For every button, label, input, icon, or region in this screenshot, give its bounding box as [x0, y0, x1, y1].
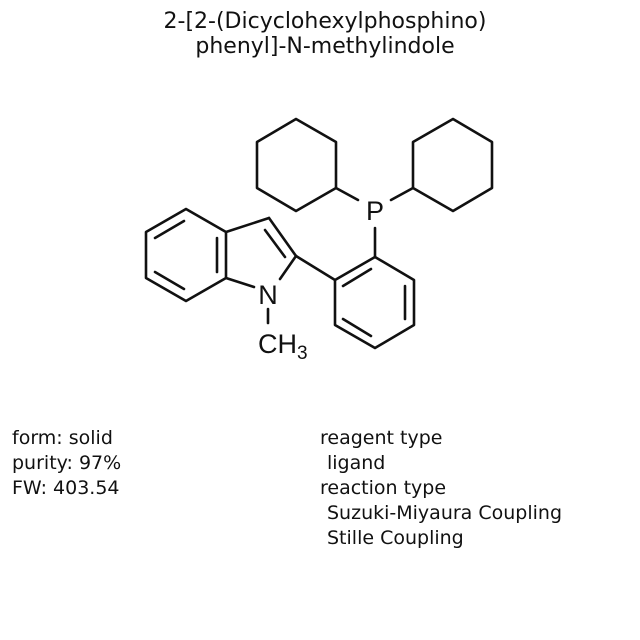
- atom-label-phosphorus: P: [366, 196, 384, 226]
- reaction-type-value-1: Suzuki-Miyaura Coupling: [327, 502, 563, 524]
- classification-panel: reagent type ligand reaction type Suzuki…: [320, 426, 562, 551]
- bond-cyclohexyl-left-to-p: [334, 186, 360, 202]
- indole-benzene-inner-double-3: [153, 270, 186, 291]
- form-property: form: solid: [12, 427, 113, 449]
- phenyl-inner-double-bond-3: [341, 317, 373, 338]
- compound-title-line-1: 2-[2-(Dicyclohexylphosphino): [163, 9, 487, 34]
- atom-label-nitrogen: N: [258, 280, 278, 310]
- bond-indole-to-phenyl: [294, 254, 337, 282]
- reaction-type-label: reaction type: [320, 477, 447, 499]
- indole-benzene-ring: [144, 207, 228, 303]
- bond-c3-c2-inner: [263, 228, 287, 259]
- compound-title: 2-[2-(Dicyclohexylphosphino) phenyl]-N-m…: [0, 9, 640, 59]
- phenyl-inner-double-bond-1: [341, 267, 373, 288]
- compound-title-line-2: phenyl]-N-methylindole: [195, 34, 455, 59]
- purity-property: purity: 97%: [12, 452, 122, 474]
- formula-weight-property: FW: 403.54: [12, 477, 120, 499]
- bond-p-to-cyclohexyl-right: [389, 186, 415, 202]
- bond-c2-n: [278, 254, 298, 281]
- phenyl-ring: [333, 255, 416, 350]
- bond-c3a-c3: [224, 216, 271, 234]
- cyclohexyl-ring-left: [255, 117, 338, 213]
- bond-c3-c2: [267, 216, 298, 258]
- reagent-type-label: reagent type: [320, 427, 443, 449]
- bond-c7a-n: [224, 276, 256, 289]
- atom-label-methyl: CH3: [258, 329, 308, 364]
- indole-benzene-inner-double-1: [153, 219, 186, 240]
- reagent-type-value: ligand: [327, 452, 386, 474]
- methyl-ch: CH: [258, 329, 297, 359]
- reaction-type-value-2: Stille Coupling: [327, 527, 464, 549]
- methyl-subscript: 3: [297, 343, 308, 364]
- properties-panel: form: solid purity: 97% FW: 403.54: [12, 426, 121, 501]
- cyclohexyl-ring-right: [411, 117, 494, 213]
